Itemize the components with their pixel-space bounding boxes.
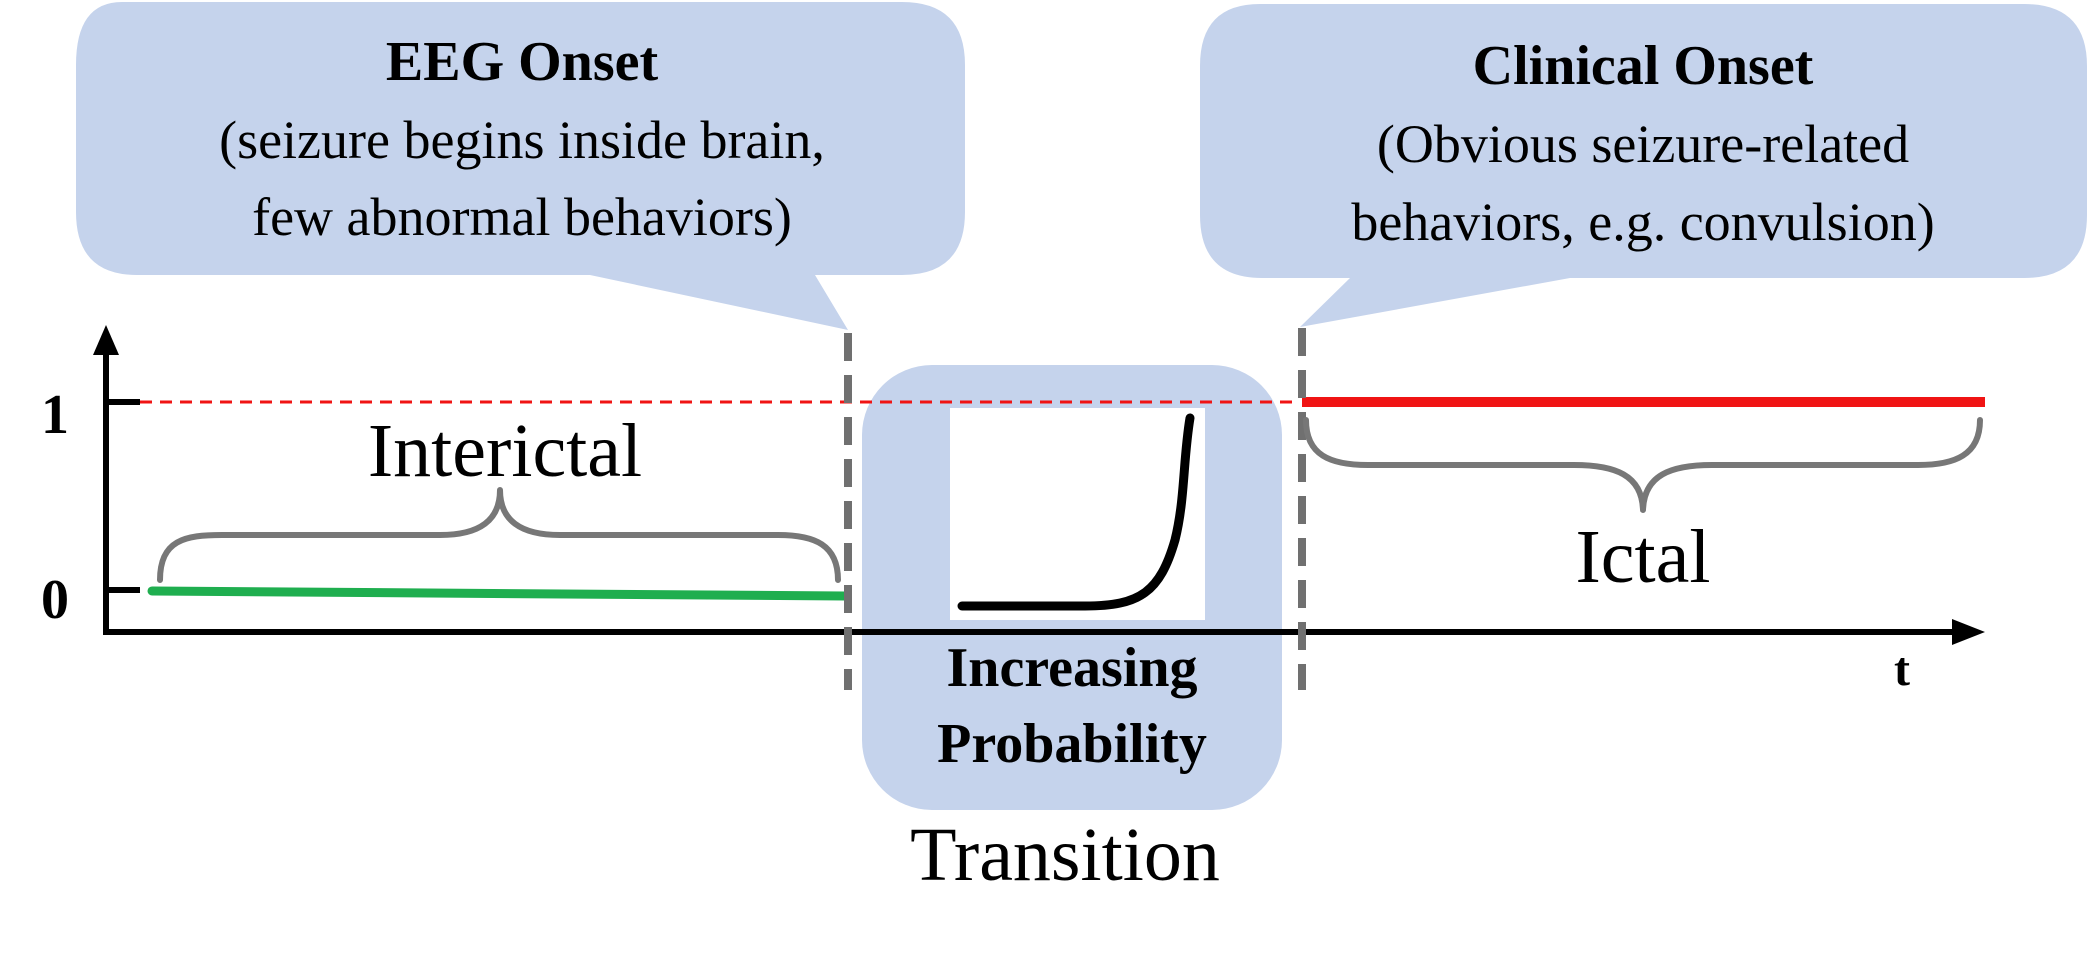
axes <box>93 325 1985 645</box>
eeg-onset-title: EEG Onset <box>386 31 659 93</box>
clinical-onset-title: Clinical Onset <box>1473 35 1814 97</box>
interictal-label: Interictal <box>368 409 642 493</box>
y-axis-arrowhead <box>93 325 119 355</box>
y-tick-label-low: 0 <box>41 569 69 631</box>
y-tick-label-high: 1 <box>41 384 69 446</box>
ictal-brace <box>1303 417 1983 513</box>
interictal-brace <box>157 487 841 583</box>
interictal-signal-line <box>147 586 850 601</box>
eeg-onset-callout: EEG Onset (seizure begins inside brain, … <box>76 2 965 330</box>
clinical-onset-desc-line2: behaviors, e.g. convulsion) <box>1351 192 1934 252</box>
transition-inset-plot <box>950 408 1205 620</box>
increasing-probability-line1: Increasing <box>947 637 1198 699</box>
eeg-onset-callout-shape <box>76 2 965 330</box>
x-axis-label: t <box>1894 643 1910 696</box>
transition-label: Transition <box>910 813 1220 897</box>
clinical-onset-callout: Clinical Onset (Obvious seizure-related … <box>1200 4 2087 327</box>
eeg-onset-desc-line1: (seizure begins inside brain, <box>219 110 825 170</box>
eeg-onset-desc-line2: few abnormal behaviors) <box>252 187 792 247</box>
clinical-onset-desc-line1: (Obvious seizure-related <box>1377 114 1909 174</box>
x-axis-arrowhead <box>1952 619 1985 645</box>
increasing-probability-line2: Probability <box>937 713 1207 775</box>
ictal-label: Ictal <box>1575 515 1710 599</box>
increasing-probability-curve <box>957 413 1195 611</box>
clinical-onset-callout-shape <box>1200 4 2087 327</box>
